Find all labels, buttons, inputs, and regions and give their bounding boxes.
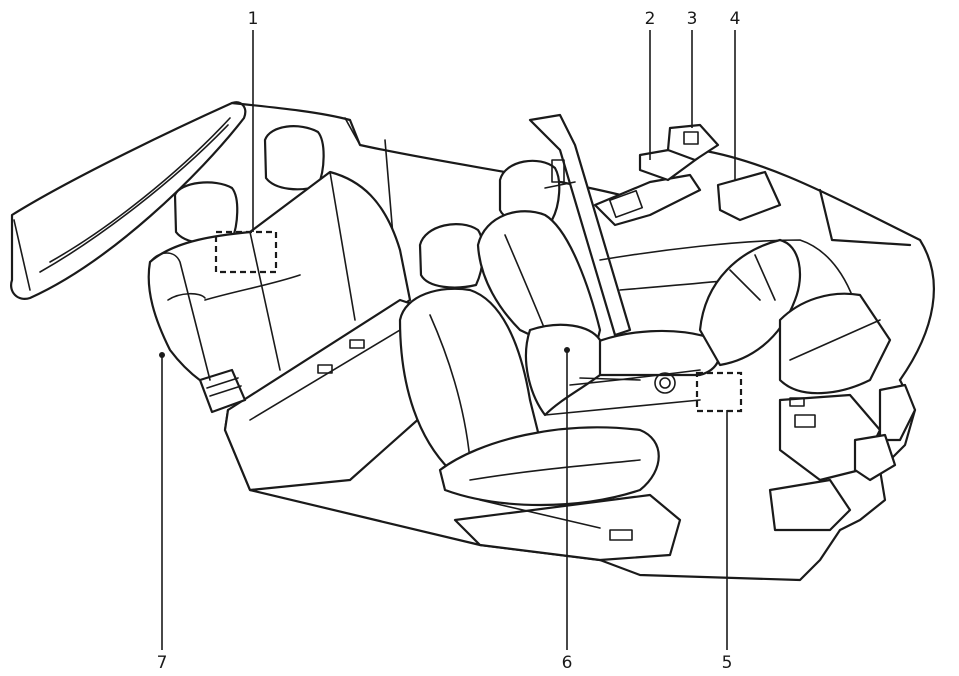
zone-5-box (695, 371, 743, 413)
callout-2: 2 (645, 9, 656, 29)
callout-1: 1 (248, 9, 259, 29)
callout-7: 7 (157, 653, 168, 673)
center-console (524, 323, 701, 417)
callout-5: 5 (722, 653, 733, 673)
rear-seat (147, 125, 442, 492)
zone-1-box (214, 230, 278, 274)
callout-3: 3 (687, 9, 698, 29)
leader-lines (159, 30, 736, 650)
callout-4: 4 (730, 9, 741, 29)
front-passenger-seat (398, 223, 682, 562)
b-pillar (528, 113, 632, 337)
left-belt-pillar (149, 252, 211, 381)
front-driver-seat (476, 159, 721, 377)
dashboard (599, 238, 917, 532)
rear-hatch (10, 101, 247, 300)
sun-visors (593, 123, 782, 227)
callout-6: 6 (562, 653, 573, 673)
